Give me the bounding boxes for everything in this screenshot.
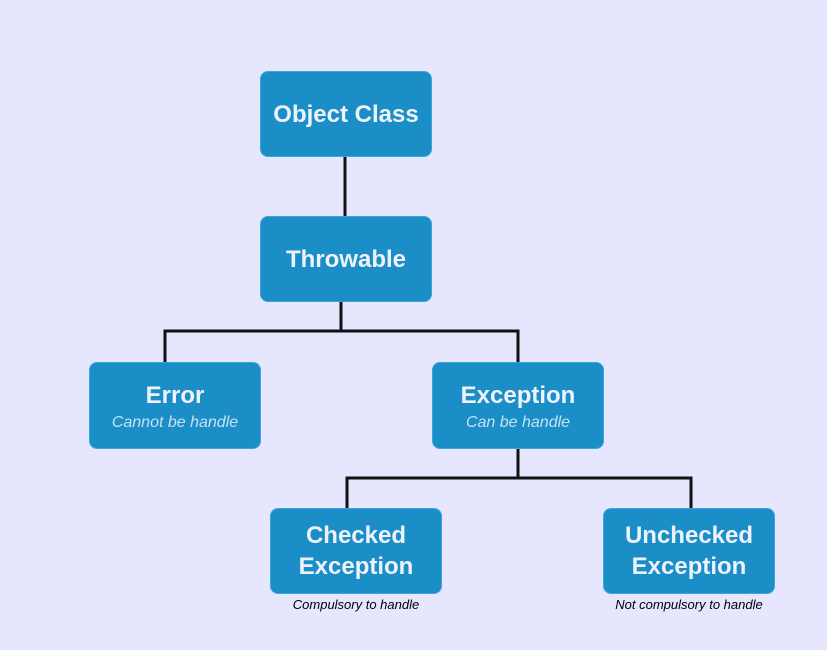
object-class-node: Object Class <box>260 71 432 157</box>
error-subtitle: Cannot be handle <box>111 413 239 431</box>
checked-exception-caption: Compulsory to handle <box>292 597 420 612</box>
checked-exception-title: Checked Exception <box>298 522 414 580</box>
unchecked-exception-title: Unchecked Exception <box>624 522 754 580</box>
object-class-title: Object Class <box>273 100 419 128</box>
unchecked-exception-node: Unchecked Exception <box>603 508 775 594</box>
exception-node: Exception Can be handle <box>432 362 604 449</box>
exception-subtitle: Can be handle <box>465 413 571 431</box>
unchecked-exception-caption: Not compulsory to handle <box>615 597 763 612</box>
throwable-node: Throwable <box>260 216 432 302</box>
connector-throwable-children <box>163 329 520 364</box>
exception-title: Exception <box>460 381 576 409</box>
checked-exception-node: Checked Exception <box>270 508 442 594</box>
connector-exception-children <box>345 476 693 510</box>
error-title: Error <box>145 381 205 409</box>
error-node: Error Cannot be handle <box>89 362 261 449</box>
throwable-title: Throwable <box>285 245 406 273</box>
